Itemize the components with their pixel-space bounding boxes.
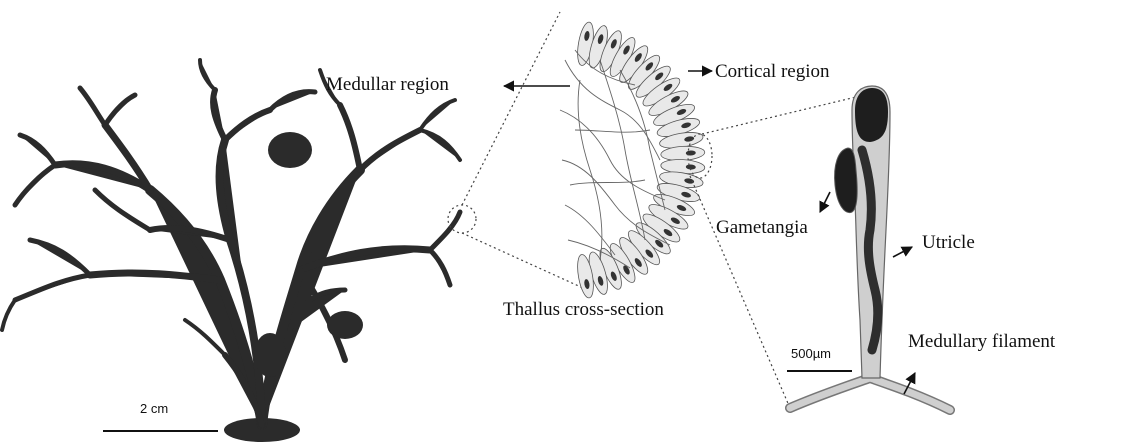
label-medullary-filament: Medullary filament <box>908 331 1056 352</box>
label-cortical-region: Cortical region <box>715 61 830 82</box>
zoom-line-top <box>462 12 560 205</box>
label-medullar-region: Medullar region <box>326 74 449 95</box>
scale-bar-thallus: 2 cm <box>103 401 218 431</box>
label-thallus-cross-section: Thallus cross-section <box>503 299 664 320</box>
zoom-line-lower <box>690 176 790 408</box>
scale-label-thallus: 2 cm <box>140 401 168 416</box>
cross-section-illustration <box>560 21 705 299</box>
zoom-line-upper <box>702 97 856 134</box>
label-gametangia: Gametangia <box>716 217 808 238</box>
label-utricle: Utricle <box>922 232 975 253</box>
arrow-icon <box>893 247 912 257</box>
arrow-icon <box>820 192 830 212</box>
scale-label-utricle: 500µm <box>791 346 831 361</box>
thallus-illustration <box>2 60 460 442</box>
scale-bar-utricle: 500µm <box>787 346 852 371</box>
zoom-line-bottom <box>462 233 583 288</box>
